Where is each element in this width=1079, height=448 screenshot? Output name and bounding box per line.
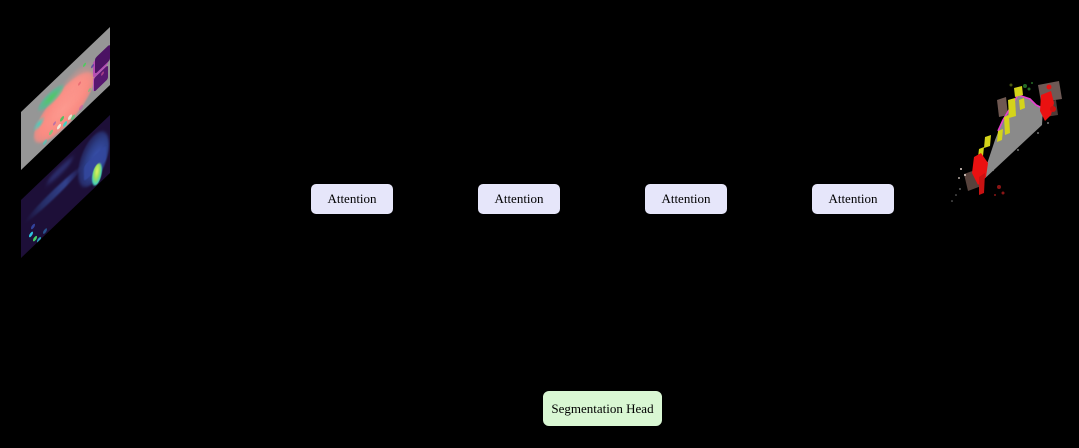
- red-object: [1050, 106, 1056, 112]
- attention-label: Attention: [661, 191, 711, 206]
- attention-box-3: Attention: [644, 183, 728, 215]
- attention-box-2: Attention: [477, 183, 561, 215]
- attention-label: Attention: [494, 191, 544, 206]
- boundary-line: [997, 94, 1043, 132]
- red-object: [1046, 84, 1052, 90]
- vegetation-specks: [1009, 82, 1033, 91]
- attention-box-1: Attention: [310, 183, 394, 215]
- red-object: [979, 173, 985, 195]
- red-object: [1040, 91, 1054, 121]
- output-segmentation-image: [951, 81, 1062, 202]
- building-patch: [997, 97, 1008, 117]
- white-specks: [958, 168, 966, 179]
- dark-red-specks: [994, 185, 1005, 196]
- attention-box-4: Attention: [811, 183, 895, 215]
- segmentation-head-box: Segmentation Head: [542, 390, 663, 427]
- attention-label: Attention: [327, 191, 377, 206]
- yellow-streaks: [978, 86, 1025, 157]
- segmentation-head-label: Segmentation Head: [551, 400, 654, 416]
- cyan-dots: [29, 230, 33, 239]
- attention-label: Attention: [828, 191, 878, 206]
- road-region: [981, 95, 1043, 182]
